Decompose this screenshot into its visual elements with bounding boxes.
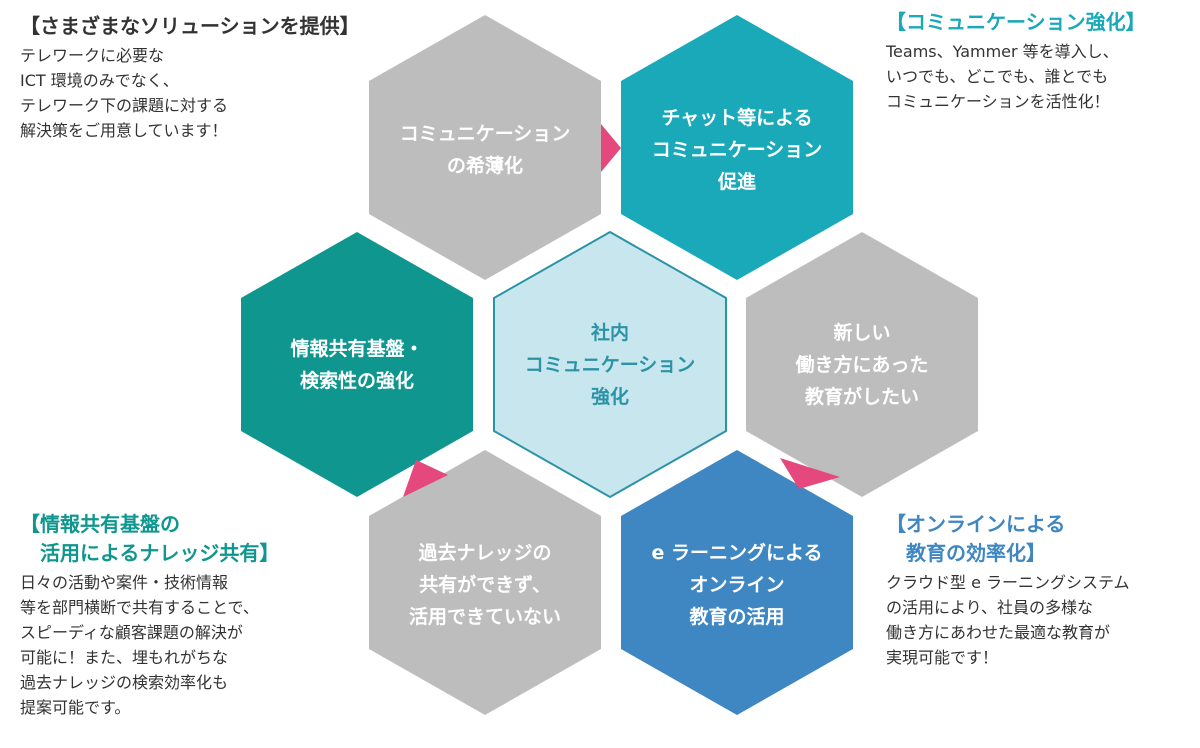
hexagon-top-left-label: コミュニケーション の希薄化 — [399, 123, 571, 177]
hexagon-bottom-right-label: e ラーニングによる オンライン 教育の活用 — [651, 542, 823, 628]
note-bottom-right-title: 【オンラインによる 教育の効率化】 — [886, 512, 1066, 565]
hexagon-bottom-left-label: 過去ナレッジの 共有ができず、 活用できていない — [408, 542, 561, 628]
note-bottom-left: 【情報共有基盤の 活用によるナレッジ共有】 日々の活動や案件・技術情報 等を部門… — [20, 510, 350, 720]
arrow-down-icon — [780, 458, 840, 489]
note-top-left: 【さまざまなソリューションを提供】 テレワークに必要な ICT 環境のみでなく、… — [20, 12, 360, 143]
hexagon-top-right — [621, 15, 853, 280]
hexagon-mid-right-label: 新しい 働き方にあった 教育がしたい — [795, 322, 929, 408]
hexagon-mid-left-label: 情報共有基盤・ 検索性の強化 — [290, 338, 424, 392]
arrow-up-icon — [403, 460, 448, 497]
hexagon-center — [493, 230, 727, 499]
arrow-right-icon — [601, 124, 621, 172]
hexagon-top-right-label: チャット等による コミュニケーション 促進 — [651, 107, 823, 193]
note-bottom-left-body: 日々の活動や案件・技術情報 等を部門横断で共有することで、 スピーディな顧客課題… — [20, 573, 259, 717]
note-bottom-right: 【オンラインによる 教育の効率化】 クラウド型 e ラーニングシステム の活用に… — [886, 510, 1196, 670]
note-bottom-right-body: クラウド型 e ラーニングシステム の活用により、社員の多様な 働き方にあわせた… — [886, 573, 1130, 667]
note-top-right: 【コミュニケーション強化】 Teams、Yammer 等を導入し、 いつでも、ど… — [886, 8, 1186, 114]
hexagon-bottom-right — [621, 450, 853, 715]
hexagon-bottom-left — [369, 450, 601, 715]
hexagon-mid-left — [241, 232, 473, 497]
hexagon-top-left — [369, 15, 601, 280]
note-top-left-title: 【さまざまなソリューションを提供】 — [20, 14, 360, 38]
note-top-left-body: テレワークに必要な ICT 環境のみでなく、 テレワーク下の課題に対する 解決策… — [20, 46, 229, 140]
note-top-right-body: Teams、Yammer 等を導入し、 いつでも、どこでも、誰とでも コミュニケ… — [886, 42, 1119, 111]
note-bottom-left-title: 【情報共有基盤の 活用によるナレッジ共有】 — [20, 512, 280, 565]
hexagon-center-label: 社内 コミュニケーション 強化 — [524, 322, 696, 408]
hexagon-mid-right — [746, 232, 978, 497]
note-top-right-title: 【コミュニケーション強化】 — [886, 10, 1146, 34]
